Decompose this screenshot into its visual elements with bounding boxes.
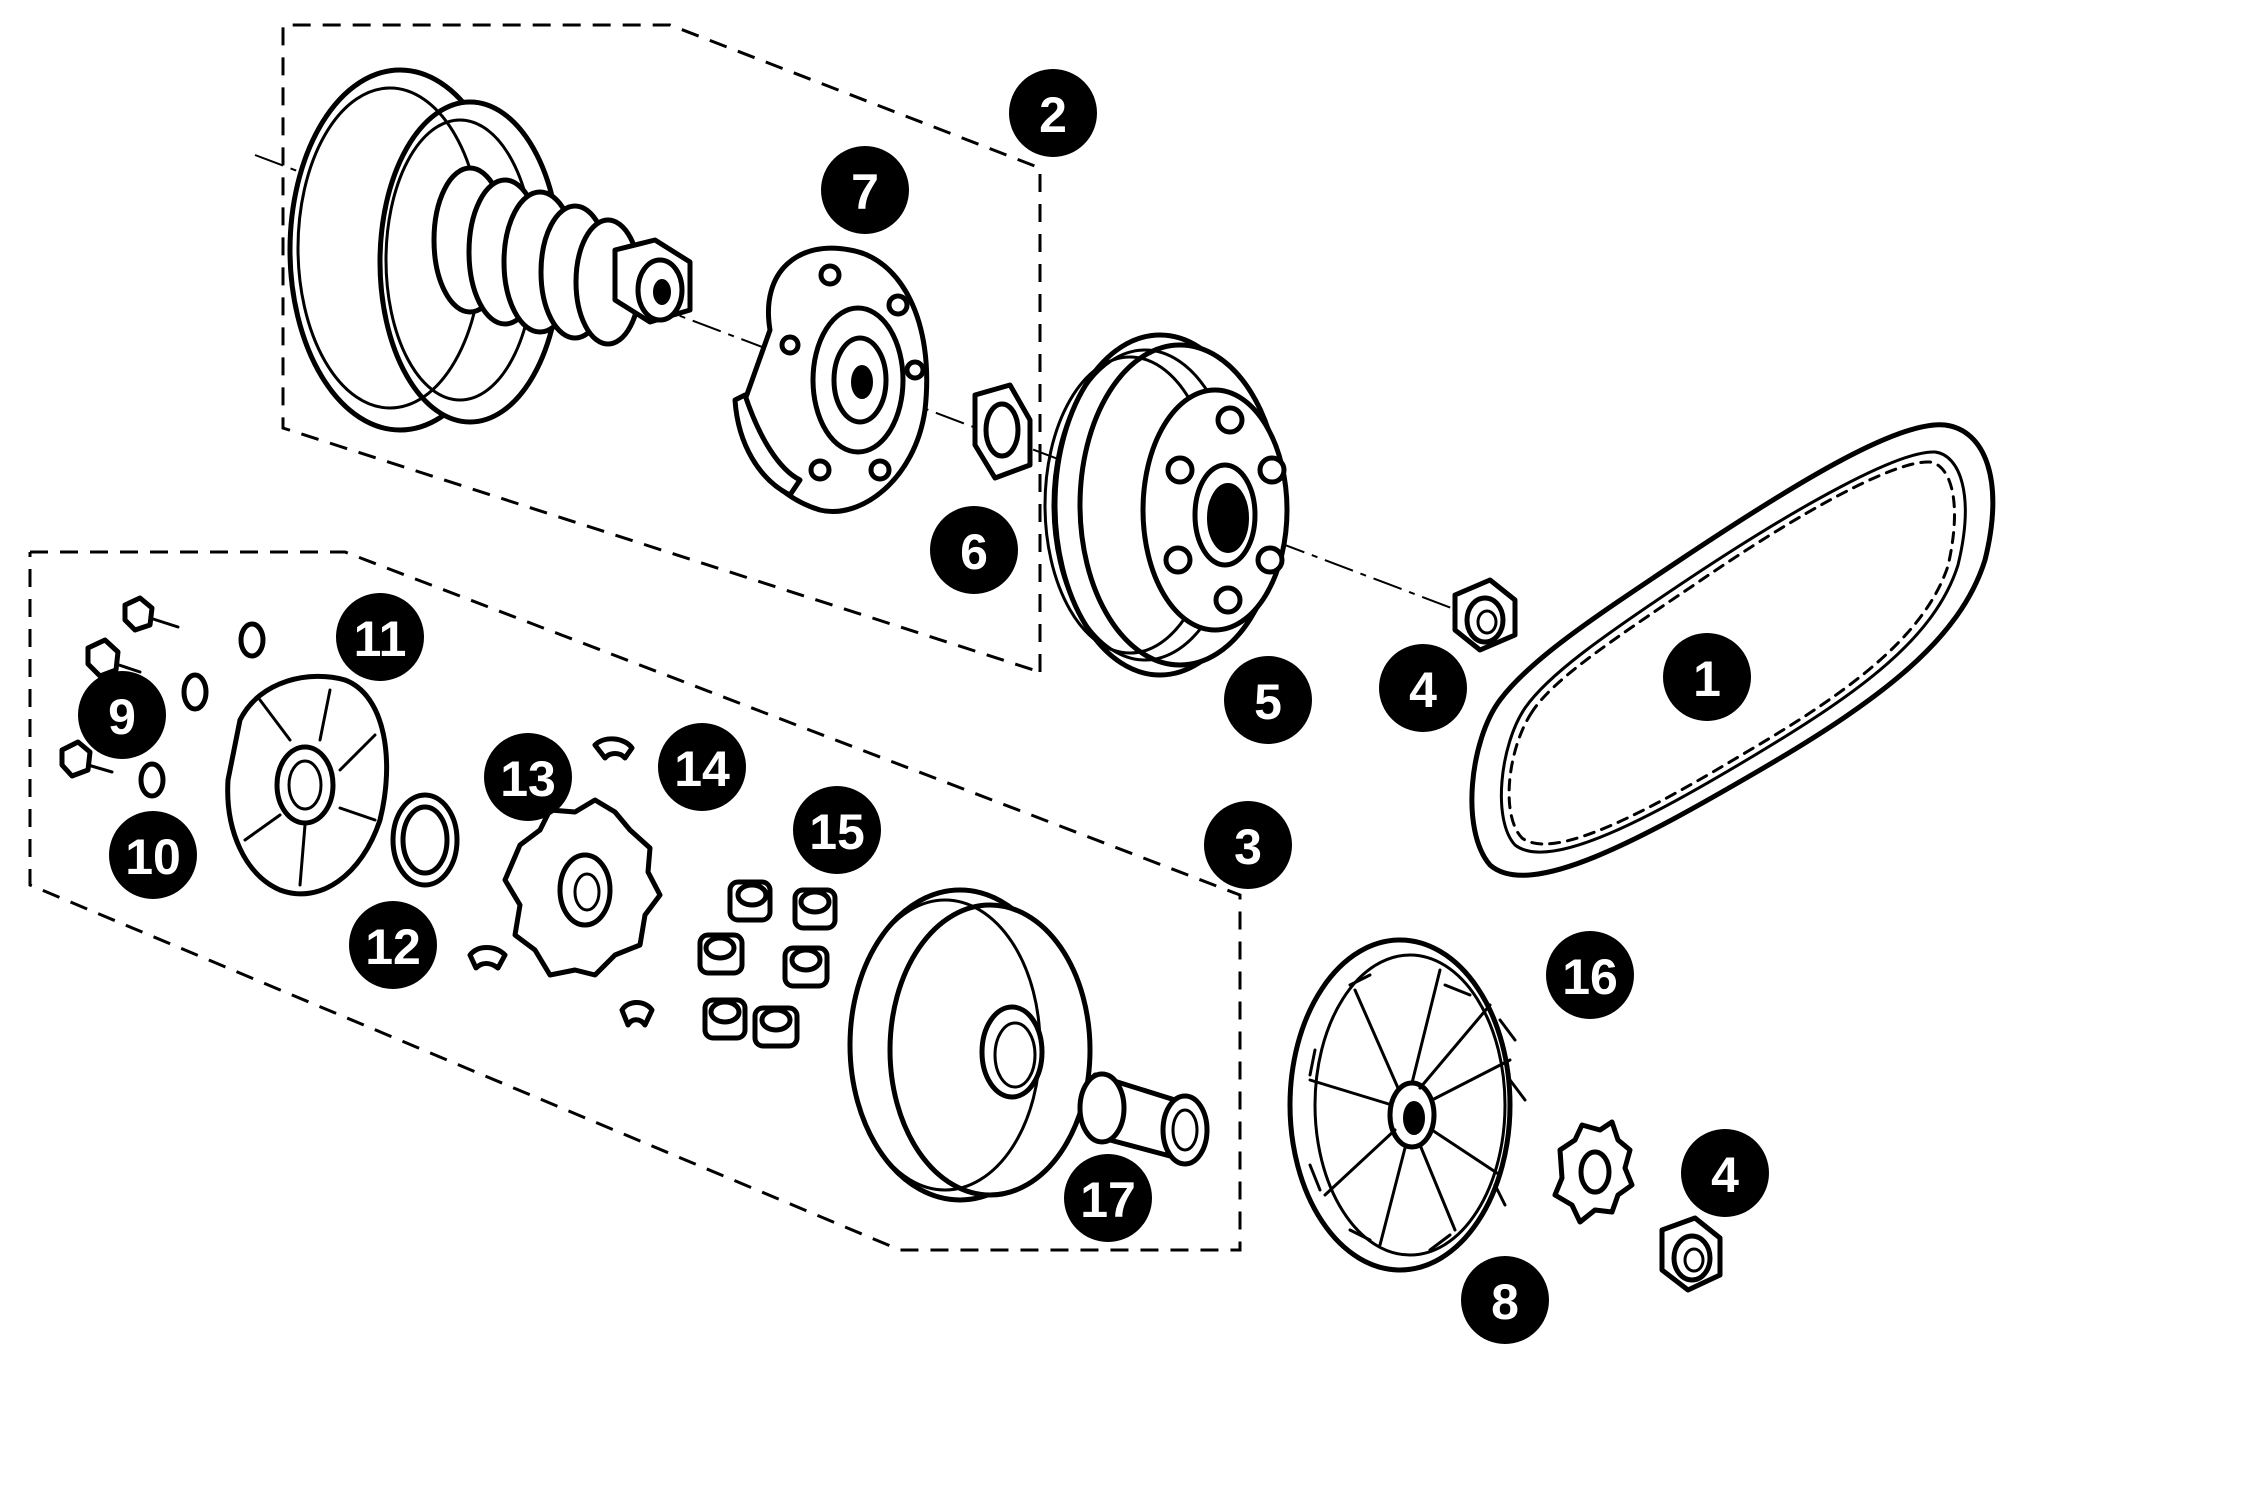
slider-plate [505, 800, 660, 975]
callout-label: 13 [500, 751, 556, 807]
callout-label: 14 [674, 741, 730, 797]
slider-guides [470, 739, 652, 1025]
callout-label: 5 [1254, 674, 1282, 730]
callout-12: 12 [349, 901, 437, 989]
callout-9: 9 [78, 671, 166, 759]
callout-16: 16 [1546, 931, 1634, 1019]
screw [88, 640, 140, 676]
roller [700, 935, 742, 973]
clutch-shoe-plate [735, 248, 927, 511]
roller [785, 948, 827, 986]
clutch-bell [1045, 335, 1287, 675]
clutch-spring [434, 168, 640, 344]
callout-label: 7 [851, 164, 879, 220]
callout-8: 8 [1461, 1256, 1549, 1344]
callout-label: 2 [1039, 87, 1067, 143]
ramp-plate [228, 676, 387, 893]
callout-15: 15 [793, 786, 881, 874]
group-3-outline [28, 550, 1242, 1252]
screw [62, 742, 112, 776]
o-ring [393, 795, 457, 885]
roller [730, 882, 770, 920]
callout-7: 7 [821, 146, 909, 234]
bushing [1080, 1074, 1207, 1164]
callout-2: 2 [1009, 69, 1097, 157]
driven-pulley [290, 70, 690, 430]
washer [975, 385, 1030, 478]
screws [62, 598, 178, 776]
callout-label: 11 [354, 611, 407, 667]
callout-3: 3 [1204, 801, 1292, 889]
group-2-outline [281, 23, 1042, 674]
callout-10: 10 [109, 811, 197, 899]
callout-14: 14 [658, 723, 746, 811]
callout-label: 1 [1693, 651, 1721, 707]
flange-nut-lower [1662, 1218, 1720, 1290]
callout-17: 17 [1064, 1154, 1152, 1242]
screw [125, 598, 178, 630]
callout-13: 13 [484, 733, 572, 821]
callout-label: 10 [125, 829, 181, 885]
star-washer [1555, 1122, 1632, 1222]
callout-4-upper: 4 [1379, 644, 1467, 732]
variator-pulley [850, 890, 1090, 1200]
small-washers [141, 624, 263, 796]
callout-label: 12 [365, 919, 421, 975]
flange-nut-upper [1455, 580, 1515, 650]
roller [755, 1008, 797, 1046]
callout-label: 4 [1409, 662, 1437, 718]
fan-pulley [1290, 940, 1525, 1270]
callout-11: 11 [336, 593, 424, 681]
clutch-hub-nut [615, 240, 690, 322]
callout-label: 4 [1711, 1147, 1739, 1203]
callout-4-lower: 4 [1681, 1129, 1769, 1217]
callout-label: 17 [1080, 1172, 1136, 1228]
callout-label: 8 [1491, 1274, 1519, 1330]
callout-label: 16 [1562, 949, 1618, 1005]
callout-label: 15 [809, 804, 865, 860]
roller [795, 890, 835, 928]
callout-label: 6 [960, 524, 988, 580]
callout-label: 3 [1234, 819, 1262, 875]
roller [705, 1000, 745, 1038]
callout-1: 1 [1663, 633, 1751, 721]
callout-label: 9 [108, 689, 136, 745]
callout-5: 5 [1224, 656, 1312, 744]
roller-weights [700, 882, 835, 1046]
callout-6: 6 [930, 506, 1018, 594]
